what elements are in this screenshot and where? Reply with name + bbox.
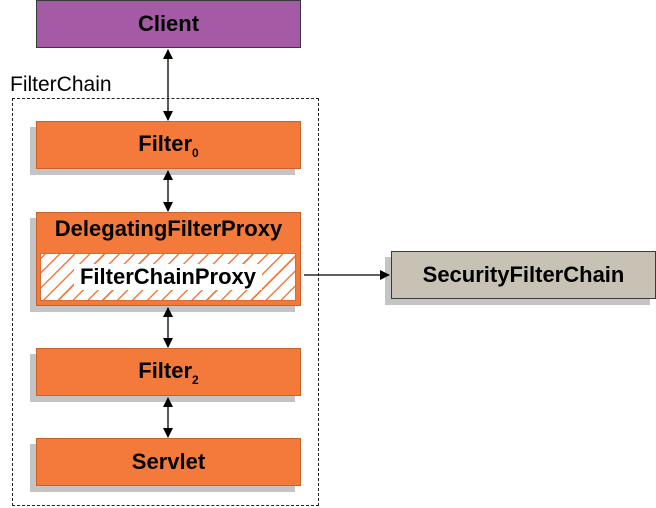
- filter0-label: Filter0: [138, 130, 199, 160]
- filter2-subscript: 2: [192, 372, 199, 387]
- client-label: Client: [137, 11, 200, 36]
- servlet-node: Servlet: [36, 438, 301, 486]
- security-filter-chain-label: SecurityFilterChain: [422, 262, 625, 287]
- delegating-filter-proxy-label: DelegatingFilterProxy: [54, 216, 283, 241]
- filter0-node: Filter0: [36, 121, 301, 169]
- filter2-label: Filter2: [138, 357, 199, 387]
- servlet-label: Servlet: [131, 449, 206, 474]
- security-filter-chain-node: SecurityFilterChain: [391, 251, 656, 299]
- filter-chain-proxy-node: FilterChainProxy: [40, 253, 296, 301]
- filter0-subscript: 0: [192, 145, 199, 160]
- filter-chain-label: FilterChain: [10, 73, 112, 96]
- filter2-node: Filter2: [36, 348, 301, 396]
- filter-chain-proxy-label: FilterChainProxy: [73, 264, 263, 290]
- delegating-filter-proxy-node: DelegatingFilterProxy FilterChainProxy: [36, 212, 301, 306]
- client-node: Client: [36, 0, 301, 48]
